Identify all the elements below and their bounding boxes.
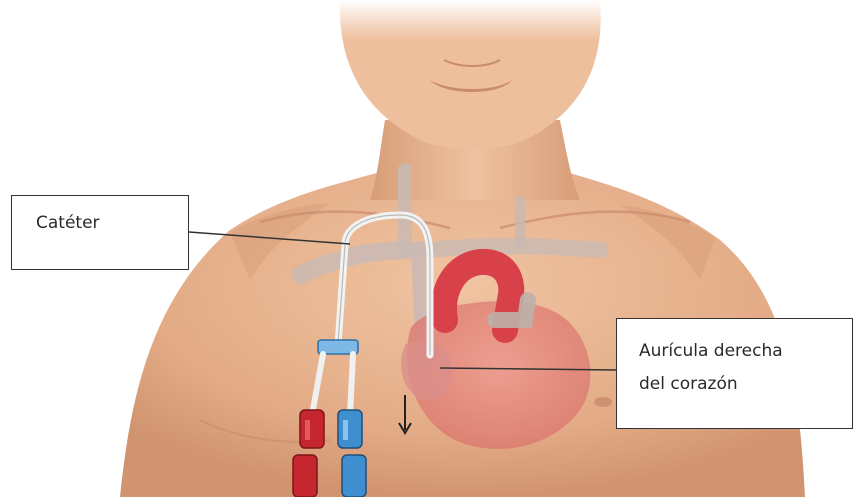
catheter-label-box: Catéter (11, 195, 189, 270)
right-atrium-label-line2: del corazón (639, 368, 852, 401)
catheter-label: Catéter (36, 213, 188, 233)
right-atrium-label-box: Aurícula derecha del corazón (616, 318, 853, 429)
right-atrium-label-line1: Aurícula derecha (639, 335, 852, 368)
